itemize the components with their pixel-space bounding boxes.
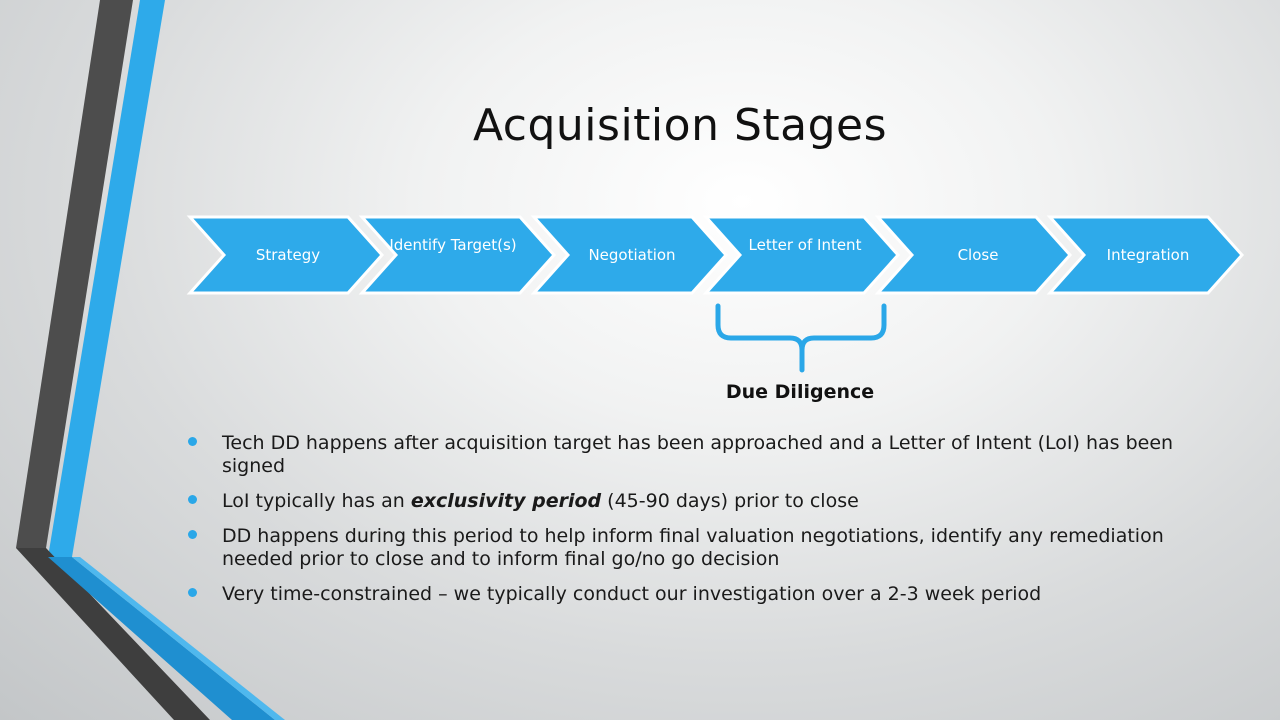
dark-stripe-upper [16, 0, 133, 548]
chevron-label-letter-of-intent: Letter of Intent [748, 236, 862, 254]
bullet-item: DD happens during this period to help in… [188, 525, 1208, 571]
chevron-identify-targets [358, 215, 557, 295]
chevron-label-close: Close [957, 246, 999, 264]
bullet-text-after: (45-90 days) prior to close [601, 490, 859, 512]
decorative-stripes [16, 0, 285, 720]
chevron-label-identify-targets: Identify Target(s) [389, 236, 517, 254]
chevron-label-integration: Integration [1106, 246, 1190, 264]
bullet-list: Tech DD happens after acquisition target… [188, 432, 1208, 618]
chevron-letter-of-intent [702, 215, 901, 295]
chevron-close [874, 215, 1073, 295]
chevron-negotiation [530, 215, 729, 295]
bullet-emphasis: exclusivity period [410, 490, 602, 512]
chevron-strategy [186, 215, 385, 295]
bullet-text-before: LoI typically has an [222, 490, 411, 512]
chevron-label-negotiation: Negotiation [588, 246, 676, 264]
bullet-text: DD happens during this period to help in… [222, 525, 1164, 570]
due-diligence-label: Due Diligence [725, 381, 875, 403]
due-diligence-bracket [715, 303, 887, 373]
bullet-item: Tech DD happens after acquisition target… [188, 432, 1208, 478]
slide-title: Acquisition Stages [472, 100, 888, 151]
blue-stripe-lower-edge [72, 557, 285, 720]
blue-stripe-upper [48, 0, 165, 557]
blue-stripe-lower [48, 557, 275, 720]
chevron-integration [1046, 215, 1245, 295]
bullet-dot-icon [188, 495, 197, 504]
bullet-text: Very time-constrained – we typically con… [222, 583, 1042, 605]
chevron-label-strategy: Strategy [255, 246, 321, 264]
bullet-item: LoI typically has an exclusivity period … [188, 490, 1208, 513]
bullet-text: Tech DD happens after acquisition target… [222, 432, 1174, 477]
bullet-dot-icon [188, 588, 197, 597]
bullet-dot-icon [188, 530, 197, 539]
dark-stripe-lower [16, 548, 210, 720]
bullet-item: Very time-constrained – we typically con… [188, 583, 1208, 606]
bullet-dot-icon [188, 437, 197, 446]
